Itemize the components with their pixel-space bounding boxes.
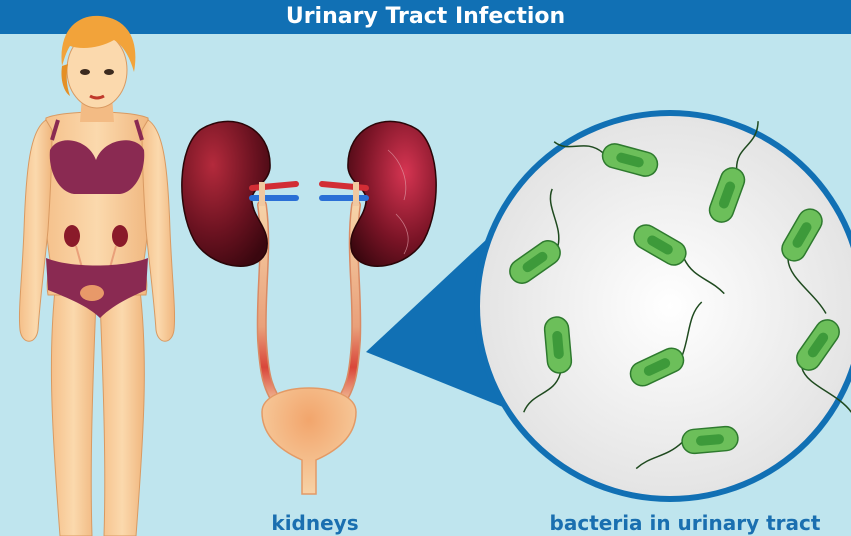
bacterium (796, 319, 851, 413)
magnifier (366, 110, 851, 502)
bacterium (629, 301, 703, 387)
bacterium (635, 425, 739, 470)
bacterium (523, 316, 573, 413)
bacterium (633, 224, 725, 295)
diagram-title: Urinary Tract Infection (285, 4, 566, 29)
label-kidneys: kidneys (271, 511, 359, 535)
bacterium (781, 208, 827, 314)
bacterium (509, 188, 561, 284)
urinary-system (181, 120, 437, 495)
bacterium (553, 141, 659, 177)
title-bar (0, 0, 851, 34)
label-bacteria: bacteria in urinary tract (549, 511, 821, 535)
woman-figure (18, 15, 176, 536)
bacterium (708, 121, 759, 223)
bacteria-group (509, 121, 851, 470)
